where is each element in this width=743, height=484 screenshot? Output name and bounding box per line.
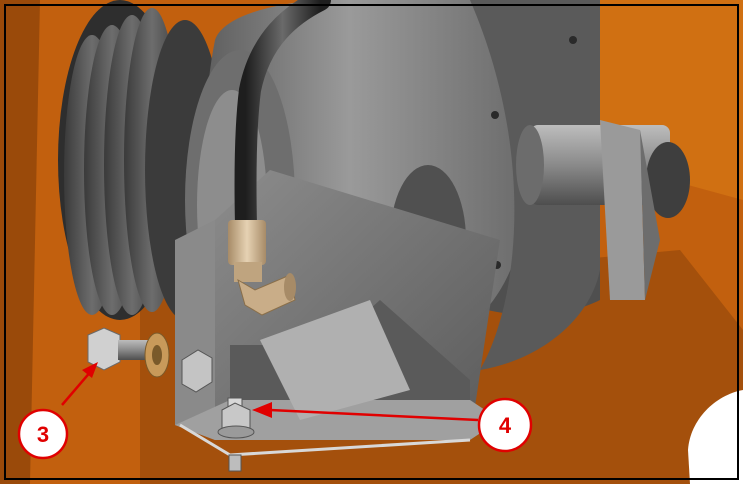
mounting-bracket (175, 170, 500, 457)
callout-3-leader (61, 369, 93, 406)
side-nut (181, 349, 213, 393)
rear-support (600, 120, 660, 300)
callout-3-circle (17, 408, 69, 460)
callout-3-label: 3 (37, 422, 49, 447)
bracket-base-block (260, 300, 410, 420)
callout-3: 3 (17, 362, 98, 460)
bolt-4-washer (217, 425, 255, 439)
background-dark-edge (0, 0, 40, 484)
frame-border (4, 4, 739, 480)
bolt-3-head (87, 327, 121, 371)
callout-4-circle (477, 397, 533, 453)
housing-bolt-1 (569, 36, 577, 44)
housing-bolt-2 (491, 111, 499, 119)
callout-4-label: 4 (499, 413, 512, 438)
white-corner-cutout (688, 390, 743, 484)
bracket-left-wall (175, 220, 215, 440)
hose-line (234, 0, 331, 236)
callout-4-arrowhead (252, 402, 272, 418)
shaft-end-face (646, 142, 690, 218)
bolt-3-assembly (87, 327, 170, 378)
elbow-fitting (237, 274, 296, 316)
hose-crimp (228, 220, 266, 265)
callout-3-arrowhead (82, 362, 98, 378)
hydraulic-hose (228, 0, 331, 316)
callout-4-leader (269, 408, 479, 422)
callout-4: 4 (252, 397, 533, 453)
bolt-4-assembly (217, 397, 255, 472)
